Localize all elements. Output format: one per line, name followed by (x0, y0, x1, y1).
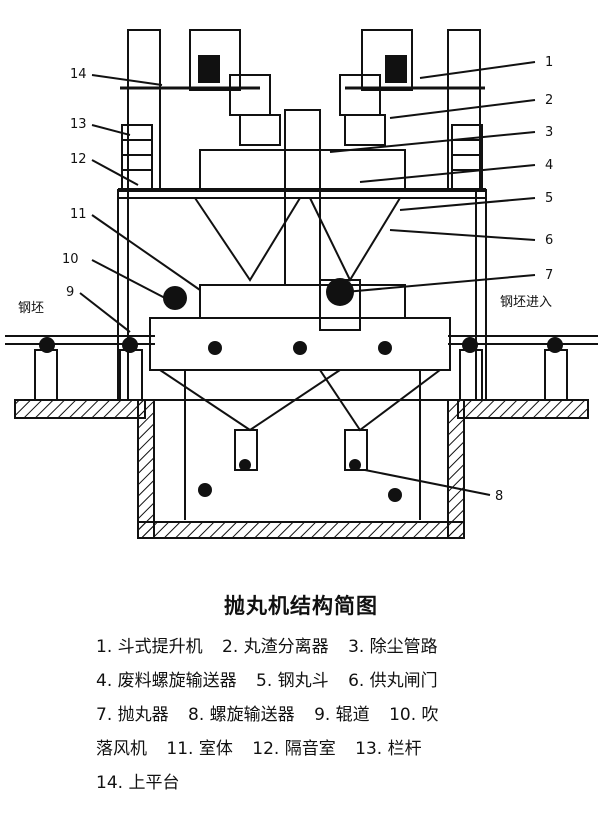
callout-2: 2 (545, 93, 553, 108)
legend-item: 7. 抛丸器 (96, 705, 169, 725)
legend-line: 落风机 11. 室体 12. 隔音室 13. 栏杆 (96, 732, 576, 766)
callout-11: 11 (70, 207, 87, 222)
legend-item: 14. 上平台 (96, 773, 180, 793)
structure-lines (5, 29, 598, 539)
legend-item: 2. 丸渣分离器 (222, 637, 329, 657)
legend-item: 落风机 (96, 739, 147, 759)
legend-item: 1. 斗式提升机 (96, 637, 203, 657)
machine-solids (39, 55, 563, 502)
machine-drawing: 14 13 12 11 10 9 1 2 3 4 5 6 7 8 钢坯 钢坯进入 (5, 29, 598, 539)
legend-item: 13. 栏杆 (355, 739, 422, 759)
callout-1: 1 (545, 55, 553, 70)
legend-line: 1. 斗式提升机 2. 丸渣分离器 3. 除尘管路 (96, 630, 576, 664)
legend-item: 11. 室体 (166, 739, 233, 759)
callout-labels: 14 13 12 11 10 9 1 2 3 4 5 6 7 8 (62, 55, 553, 504)
callout-8: 8 (495, 489, 503, 504)
callout-10: 10 (62, 252, 79, 267)
callout-12: 12 (70, 152, 87, 167)
roller (462, 337, 478, 353)
legend-item: 10. 吹 (389, 705, 439, 725)
legend-item: 8. 螺旋输送器 (188, 705, 295, 725)
callout-5: 5 (545, 191, 553, 206)
legend-item: 9. 辊道 (314, 705, 370, 725)
callout-4: 4 (545, 158, 553, 173)
roller (39, 337, 55, 353)
pit-floor (137, 521, 465, 539)
floor-left (14, 399, 146, 419)
roller (122, 337, 138, 353)
callout-6: 6 (545, 233, 553, 248)
legend: 1. 斗式提升机 2. 丸渣分离器 3. 除尘管路 4. 废料螺旋输送器 5. … (96, 630, 576, 800)
legend-item: 3. 除尘管路 (348, 637, 438, 657)
callout-13: 13 (70, 117, 87, 132)
callout-14: 14 (70, 67, 87, 82)
side-label-right: 钢坯进入 (500, 295, 552, 310)
blower-wheel-left (163, 286, 187, 310)
legend-line: 7. 抛丸器 8. 螺旋输送器 9. 辊道 10. 吹 (96, 698, 576, 732)
legend-line: 14. 上平台 (96, 766, 576, 800)
legend-item: 12. 隔音室 (252, 739, 336, 759)
callout-9: 9 (66, 285, 74, 300)
pit-wall-left (137, 399, 155, 539)
figure-caption: 抛丸机结构简图 (224, 594, 378, 618)
legend-item: 6. 供丸闸门 (348, 671, 438, 691)
blast-wheel-right (326, 278, 354, 306)
machine-diagram: 14 13 12 11 10 9 1 2 3 4 5 6 7 8 钢坯 钢坯进入 (5, 29, 598, 539)
pit-wall-right (447, 399, 465, 539)
legend-item: 5. 钢丸斗 (256, 671, 329, 691)
floor-right (457, 399, 589, 419)
legend-line: 4. 废料螺旋输送器 5. 钢丸斗 6. 供丸闸门 (96, 664, 576, 698)
roller (547, 337, 563, 353)
legend-item: 4. 废料螺旋输送器 (96, 671, 237, 691)
callout-3: 3 (545, 125, 553, 140)
side-label-left: 钢坯 (18, 301, 44, 316)
callout-7: 7 (545, 268, 553, 283)
side-labels: 钢坯 钢坯进入 (18, 295, 552, 316)
